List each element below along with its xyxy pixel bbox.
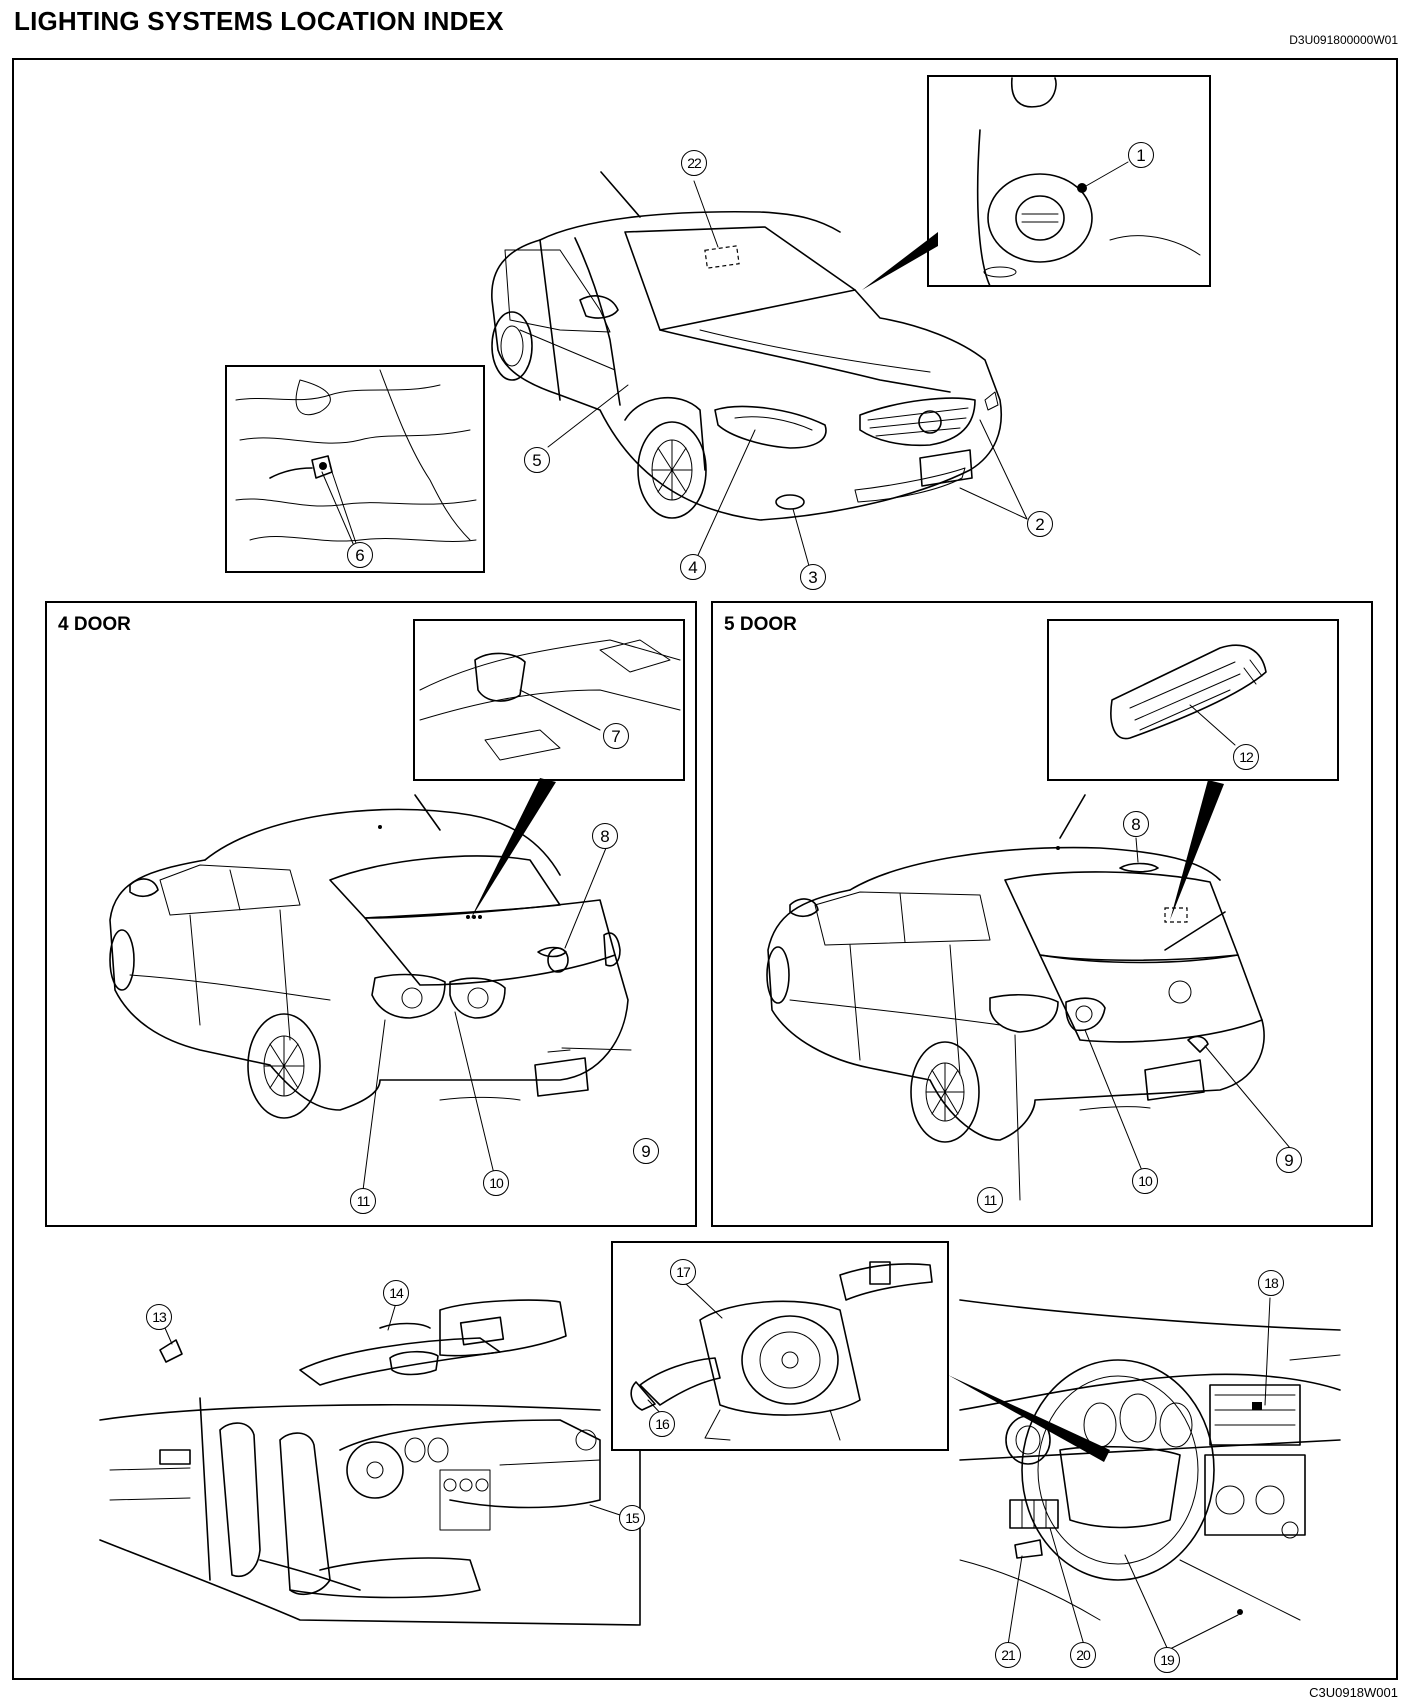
callout-18: 18 bbox=[1258, 1270, 1284, 1296]
four-door-rear-illustration bbox=[109, 794, 632, 1199]
callout-1: 1 bbox=[1128, 142, 1154, 168]
callout-5: 5 bbox=[524, 447, 550, 473]
callout-12: 12 bbox=[1233, 744, 1259, 770]
dashboard-illustration bbox=[959, 1297, 1341, 1651]
four-door-label: 4 DOOR bbox=[58, 614, 131, 635]
callout-9-five-door: 9 bbox=[1276, 1147, 1302, 1173]
five-door-label: 5 DOOR bbox=[724, 614, 797, 635]
diagram-frame bbox=[12, 58, 1398, 1680]
interior-illustration bbox=[99, 1299, 641, 1626]
combination-switch-inset bbox=[630, 1261, 933, 1441]
callout-8-five-door: 8 bbox=[1123, 811, 1149, 837]
callout-9: 9 bbox=[633, 1138, 659, 1164]
callout-15: 15 bbox=[619, 1505, 645, 1531]
callout-2: 2 bbox=[1027, 511, 1053, 537]
front-car-illustration bbox=[491, 171, 1028, 574]
zoom-pointer bbox=[1170, 780, 1224, 920]
callout-20: 20 bbox=[1070, 1642, 1096, 1668]
callout-7: 7 bbox=[603, 723, 629, 749]
zoom-pointer bbox=[470, 778, 556, 920]
zoom-pointer bbox=[948, 1375, 1110, 1462]
callout-14: 14 bbox=[383, 1280, 409, 1306]
trunk-lid-inset bbox=[419, 639, 681, 761]
figure-code: C3U0918W001 bbox=[1309, 1685, 1398, 1700]
callout-19: 19 bbox=[1154, 1647, 1180, 1673]
callout-17: 17 bbox=[670, 1259, 696, 1285]
cargo-lamp-inset bbox=[1110, 644, 1267, 746]
callout-3: 3 bbox=[800, 564, 826, 590]
callout-16: 16 bbox=[649, 1411, 675, 1437]
callout-8: 8 bbox=[592, 823, 618, 849]
callout-4: 4 bbox=[680, 554, 706, 580]
callout-6: 6 bbox=[347, 542, 373, 568]
zoom-pointer bbox=[862, 232, 938, 290]
callout-10-five-door: 10 bbox=[1132, 1168, 1158, 1194]
callout-13: 13 bbox=[146, 1304, 172, 1330]
callout-21: 21 bbox=[995, 1642, 1021, 1668]
callout-10: 10 bbox=[483, 1170, 509, 1196]
document-code: D3U091800000W01 bbox=[1289, 33, 1398, 47]
callout-22: 22 bbox=[681, 150, 707, 176]
callout-11: 11 bbox=[350, 1188, 376, 1214]
callout-11-five-door: 11 bbox=[977, 1187, 1003, 1213]
five-door-rear-illustration bbox=[766, 794, 1291, 1201]
engine-bay-inset bbox=[235, 369, 477, 556]
fuel-lid-inset bbox=[976, 77, 1201, 287]
page-title: LIGHTING SYSTEMS LOCATION INDEX bbox=[14, 6, 504, 36]
